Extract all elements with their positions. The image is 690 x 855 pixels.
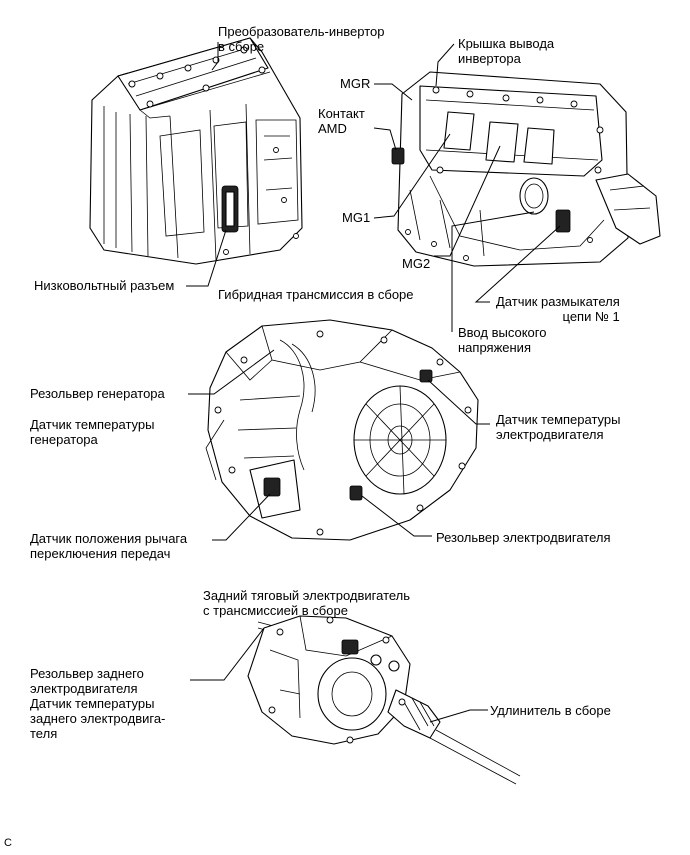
inverter-left-illustration — [89, 37, 303, 265]
label-hybrid-transmission-assembly: Гибридная трансмиссия в сборе — [218, 287, 414, 302]
label-generator-resolver: Резольвер генератора — [30, 386, 165, 401]
label-extension-assembly: Удлинитель в сборе — [490, 703, 611, 718]
inverter-right-illustration — [391, 71, 661, 267]
label-motor-resolver: Резольвер электродвигателя — [436, 530, 611, 545]
label-motor-temp-sensor: Датчик температуры электродвигателя — [496, 412, 621, 442]
label-low-voltage-connector: Низковольтный разъем — [34, 278, 175, 293]
label-amd-contact: Контакт AMD — [318, 106, 365, 136]
hybrid-transmission-illustration — [205, 319, 479, 541]
label-inverter-assembly: Преобразователь-инвертор в сборе — [218, 24, 385, 54]
label-mg1: MG1 — [342, 210, 371, 225]
label-rear-motor-resolver-and-temp: Резольвер заднего электродвигателя Датчи… — [30, 666, 166, 741]
label-rear-motor-assembly: Задний тяговый электродвигатель с трансм… — [203, 588, 411, 618]
rear-motor-illustration — [247, 615, 521, 785]
figure-code: C — [4, 837, 12, 849]
label-inverter-terminal-cover: Крышка вывода инвертора — [458, 36, 555, 66]
label-generator-temp-sensor: Датчик температуры генератора — [30, 417, 155, 447]
label-mgr: MGR — [340, 76, 371, 91]
label-high-voltage-input: Ввод высокого напряжения — [458, 325, 547, 355]
label-interlock-sensor: Датчик размыкателя цепи № 1 — [496, 294, 620, 324]
leader-lines — [186, 42, 561, 723]
label-mg2: MG2 — [402, 256, 431, 271]
label-shift-lever-position-sensor: Датчик положения рычага переключения пер… — [30, 531, 188, 561]
